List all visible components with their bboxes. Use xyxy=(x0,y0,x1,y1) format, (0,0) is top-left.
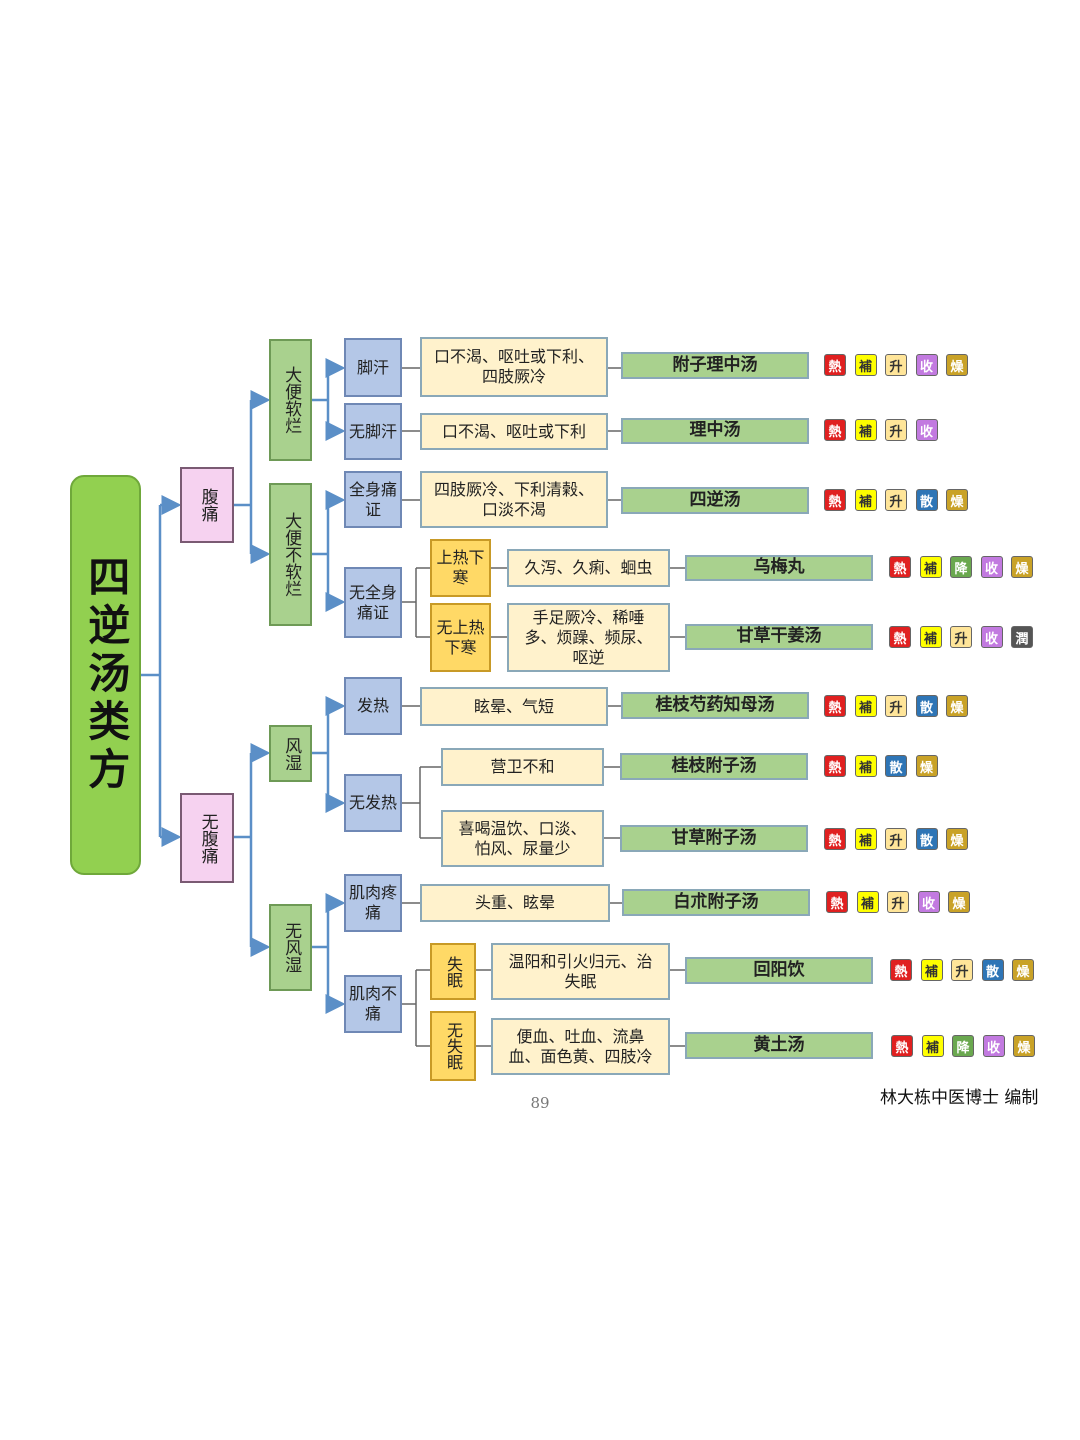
tag-9-2: 補 xyxy=(856,891,879,913)
node-no-insomnia: 无失眠 xyxy=(430,1011,476,1081)
tag-4-5: 燥 xyxy=(1011,556,1033,578)
formula-sini: 四逆汤 xyxy=(621,487,809,514)
node-no-body-pain: 无全身痛证 xyxy=(344,567,402,638)
node-foot-sweat: 脚汗 xyxy=(344,338,402,397)
tag-11-5: 燥 xyxy=(1013,1035,1035,1057)
symptom-9: 头重、眩晕 xyxy=(420,884,610,922)
tag-8-4: 散 xyxy=(915,828,938,850)
tag-5-5: 潤 xyxy=(1011,626,1033,648)
tag-5-1: 熱 xyxy=(889,626,911,648)
symptom-6: 眩晕、气短 xyxy=(420,687,608,726)
formula-gancao-fuzi: 甘草附子汤 xyxy=(620,825,808,852)
tag-11-2: 補 xyxy=(921,1035,944,1057)
tag-3-5: 燥 xyxy=(946,489,968,511)
tag-1-3: 升 xyxy=(885,354,907,376)
tag-2-2: 補 xyxy=(854,419,877,441)
tag-1-2: 補 xyxy=(854,354,877,376)
tag-6-3: 升 xyxy=(885,695,907,717)
tag-3-2: 補 xyxy=(854,489,877,511)
tag-3-1: 熱 xyxy=(824,489,846,511)
symptom-4: 久泻、久痢、蛔虫 xyxy=(507,549,670,587)
tag-7-1: 熱 xyxy=(824,755,846,777)
node-abdominal-pain: 腹痛 xyxy=(180,467,234,543)
node-no-abdominal-pain: 无腹痛 xyxy=(180,793,234,883)
tag-6-4: 散 xyxy=(915,695,938,717)
tag-10-3: 升 xyxy=(951,959,973,981)
tag-4-4: 收 xyxy=(980,556,1003,578)
symptom-8: 喜喝温饮、口淡、怕风、尿量少 xyxy=(441,810,604,867)
tag-3-4: 散 xyxy=(915,489,938,511)
node-rheumatism: 风湿 xyxy=(269,725,312,782)
tag-6-1: 熱 xyxy=(824,695,846,717)
tag-2-1: 熱 xyxy=(824,419,846,441)
tag-8-1: 熱 xyxy=(824,828,846,850)
tag-4-3: 降 xyxy=(950,556,972,578)
tag-7-3: 散 xyxy=(885,755,907,777)
tag-10-2: 補 xyxy=(920,959,943,981)
tag-1-4: 收 xyxy=(915,354,938,376)
formula-gancao-ganjiang: 甘草干姜汤 xyxy=(685,624,873,650)
tag-4-1: 熱 xyxy=(889,556,911,578)
node-no-fever: 无发热 xyxy=(344,774,402,832)
tag-9-3: 升 xyxy=(887,891,909,913)
tag-9-4: 收 xyxy=(917,891,940,913)
formula-wumei: 乌梅丸 xyxy=(685,555,873,581)
tag-11-3: 降 xyxy=(952,1035,974,1057)
symptom-10: 温阳和引火归元、治失眠 xyxy=(491,943,670,1000)
author-credit: 林大栋中医博士 编制 xyxy=(880,1088,1039,1108)
tag-7-4: 燥 xyxy=(915,755,938,777)
tag-11-1: 熱 xyxy=(891,1035,913,1057)
tag-8-3: 升 xyxy=(885,828,907,850)
node-soft-stool: 大便软烂 xyxy=(269,339,312,461)
tag-6-2: 補 xyxy=(854,695,877,717)
root-title: 四逆汤类方 xyxy=(70,475,141,875)
tag-3-3: 升 xyxy=(885,489,907,511)
formula-huangtu: 黄土汤 xyxy=(685,1032,873,1059)
node-body-pain: 全身痛证 xyxy=(344,471,402,528)
tag-9-1: 熱 xyxy=(826,891,848,913)
symptom-7: 营卫不和 xyxy=(441,748,604,786)
node-no-foot-sweat: 无脚汗 xyxy=(344,403,402,460)
node-no-muscle-pain: 肌肉不痛 xyxy=(344,975,402,1033)
tag-6-5: 燥 xyxy=(946,695,968,717)
tag-1-1: 熱 xyxy=(824,354,846,376)
node-muscle-pain: 肌肉疼痛 xyxy=(344,874,402,932)
page-number: 89 xyxy=(530,1094,550,1112)
tag-5-2: 補 xyxy=(919,626,942,648)
tag-10-4: 散 xyxy=(981,959,1004,981)
node-insomnia: 失眠 xyxy=(430,943,476,1000)
node-not-soft-stool: 大便不软烂 xyxy=(269,483,312,626)
tag-2-4: 收 xyxy=(915,419,938,441)
tag-7-2: 補 xyxy=(854,755,877,777)
formula-guizhi-shaoyao-zhimu: 桂枝芍药知母汤 xyxy=(621,692,809,719)
node-no-rheumatism: 无风湿 xyxy=(269,904,312,991)
node-no-upper-heat-lower-cold: 无上热下寒 xyxy=(430,603,491,672)
node-upper-heat-lower-cold: 上热下寒 xyxy=(430,539,491,597)
tag-5-3: 升 xyxy=(950,626,972,648)
formula-huiyang: 回阳饮 xyxy=(685,957,873,984)
node-fever: 发热 xyxy=(344,677,402,735)
symptom-1: 口不渴、呕吐或下利、四肢厥冷 xyxy=(420,337,608,397)
formula-fuzi-lizhong: 附子理中汤 xyxy=(621,352,809,379)
tag-4-2: 補 xyxy=(919,556,942,578)
formula-lizhong: 理中汤 xyxy=(621,418,809,444)
tag-9-5: 燥 xyxy=(948,891,970,913)
symptom-5: 手足厥冷、稀唾多、烦躁、频尿、呕逆 xyxy=(507,603,670,672)
symptom-3: 四肢厥冷、下利清榖、口淡不渴 xyxy=(420,471,608,528)
tag-8-2: 補 xyxy=(854,828,877,850)
formula-guizhi-fuzi: 桂枝附子汤 xyxy=(620,753,808,780)
tag-11-4: 收 xyxy=(982,1035,1005,1057)
tag-10-5: 燥 xyxy=(1012,959,1034,981)
symptom-11: 便血、吐血、流鼻血、面色黄、四肢冷 xyxy=(491,1018,670,1075)
tag-5-4: 收 xyxy=(980,626,1003,648)
tag-2-3: 升 xyxy=(885,419,907,441)
tag-10-1: 熱 xyxy=(890,959,912,981)
formula-baizhu-fuzi: 白朮附子汤 xyxy=(622,889,810,916)
tag-1-5: 燥 xyxy=(946,354,968,376)
tag-8-5: 燥 xyxy=(946,828,968,850)
symptom-2: 口不渴、呕吐或下利 xyxy=(420,413,608,450)
